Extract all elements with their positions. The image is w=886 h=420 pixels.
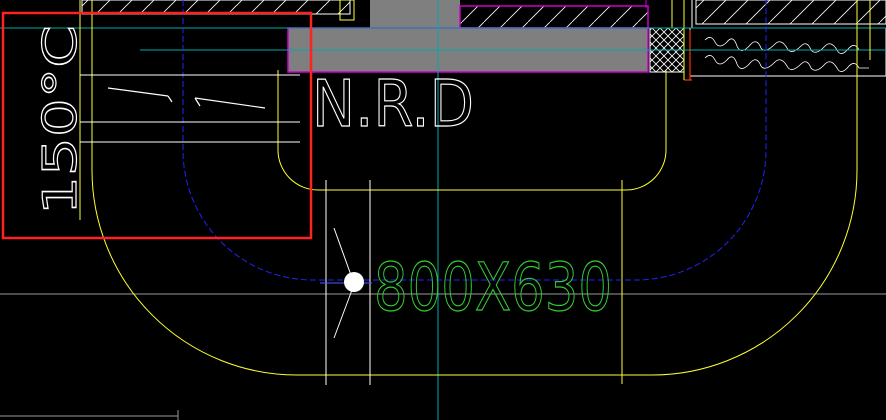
duct-size-label[interactable]: 800X630 bbox=[373, 248, 612, 326]
hatched-beam bbox=[459, 5, 649, 29]
selection-box[interactable] bbox=[1, 11, 313, 240]
hatched-wall-right bbox=[695, 0, 886, 25]
flow-arrow-upper bbox=[333, 227, 353, 279]
wall-edge bbox=[339, 0, 355, 21]
flow-arrow-lower bbox=[333, 289, 353, 339]
insulation-squiggle-bottom bbox=[704, 55, 869, 72]
insulation-squiggle-top bbox=[704, 37, 869, 54]
duct-outer-outline bbox=[91, 0, 858, 376]
duct-elbow bbox=[79, 0, 871, 384]
selection-grip-marker[interactable] bbox=[344, 272, 364, 292]
nrd-tag-label[interactable]: N.R.D bbox=[311, 67, 474, 142]
duct-inner-outline bbox=[277, 70, 667, 191]
duct-centerline bbox=[182, 0, 767, 281]
temperature-label[interactable]: 150°C bbox=[32, 24, 87, 215]
white-leader-lines bbox=[80, 74, 372, 385]
gray-block-top bbox=[370, 0, 460, 28]
